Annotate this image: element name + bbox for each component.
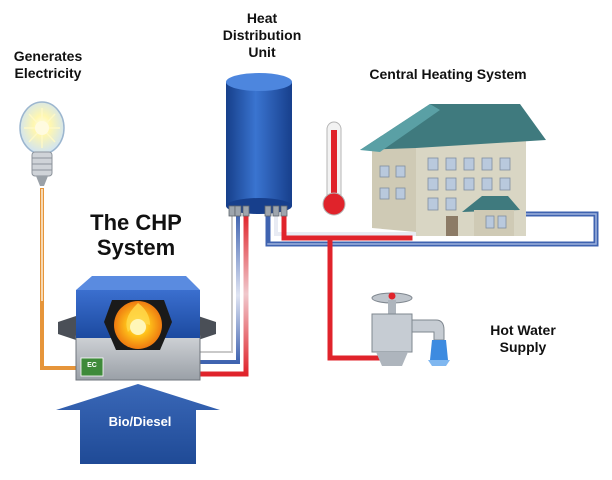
ec-badge-label: EC — [87, 362, 97, 369]
chp-return-pipe-2 — [199, 213, 233, 353]
chp-return-pipe-1 — [198, 212, 240, 364]
generates-electricity-label: Generates Electricity — [13, 48, 83, 81]
ec-badge — [80, 357, 104, 377]
chp-unit-icon — [58, 276, 216, 381]
arrow-up-icon — [56, 384, 220, 464]
heat-distribution-unit-icon — [226, 73, 292, 217]
thermometer-icon — [322, 121, 346, 216]
hot-water-supply-label: Hot Water Supply — [490, 322, 556, 355]
heating-return-inner — [267, 213, 597, 245]
heat-distribution-unit-label: Heat Distribution Unit — [222, 10, 302, 60]
house-icon — [360, 104, 546, 236]
light-bulb-icon — [19, 101, 65, 186]
fuel-label: Bio/Diesel — [108, 414, 172, 429]
chp-system-title: The CHP System — [90, 210, 182, 261]
tap-icon — [371, 292, 450, 366]
pipe-network — [40, 188, 599, 377]
chp-flow-pipe — [197, 211, 249, 377]
central-heating-system-label: Central Heating System — [369, 66, 527, 82]
